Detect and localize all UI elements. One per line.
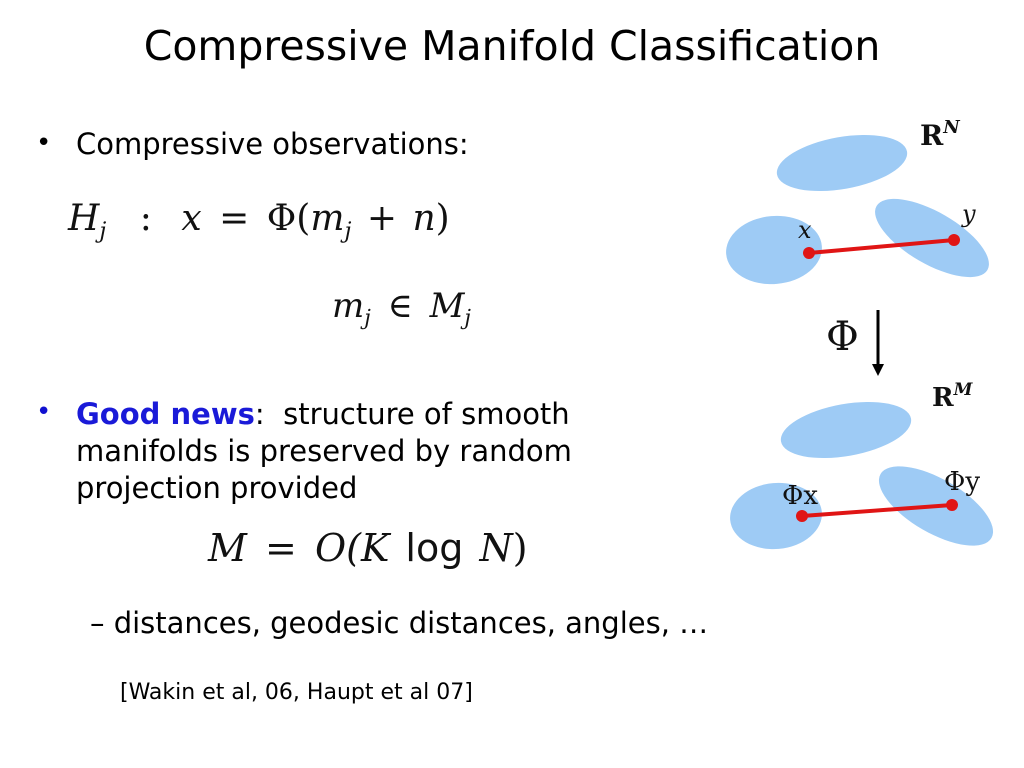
- map-arrow-head: [872, 364, 884, 376]
- top-ellipse-1: [776, 134, 908, 192]
- eq-mj: m: [332, 286, 365, 326]
- bullet-dot-blue: •: [36, 397, 52, 427]
- label-phi-x: Φx: [782, 481, 818, 511]
- label-y: y: [961, 200, 976, 228]
- eq-log: log: [405, 526, 464, 570]
- eq-mj-sub: j: [364, 304, 371, 330]
- bottom-ellipse-2: [730, 482, 822, 550]
- good-news-line1: structure of smooth: [283, 397, 570, 431]
- top-ellipse-2: [726, 215, 822, 285]
- label-RN: RN: [920, 117, 961, 152]
- eq-K: K: [360, 526, 390, 570]
- equation-membership: mj ∈ Mj: [332, 286, 471, 329]
- reference-citation: [Wakin et al, 06, Haupt et al 07]: [120, 680, 473, 705]
- label-phi-y: Φy: [944, 467, 980, 497]
- eq-Mj-sub: j: [464, 304, 471, 330]
- label-phi-map: Φ: [826, 314, 859, 360]
- top-ellipse-3: [875, 198, 989, 278]
- equation-hypothesis: Hj : x = Φ(mj + n): [68, 198, 450, 244]
- eq-Mj: M: [429, 286, 465, 326]
- eq-close: ): [435, 198, 450, 239]
- eq-x: x: [181, 198, 202, 239]
- good-news-line2: manifolds is preserved by random: [76, 434, 572, 468]
- bottom-segment: [801, 503, 953, 518]
- label-RM: RM: [932, 380, 974, 413]
- top-segment: [808, 238, 955, 255]
- good-news-label: Good news: [76, 397, 255, 431]
- good-news-line3: projection provided: [76, 471, 358, 505]
- eq-O: O(: [314, 526, 361, 570]
- label-x: x: [798, 216, 812, 244]
- bullet-dot: •: [36, 128, 52, 158]
- eq-n: n: [412, 198, 436, 239]
- eq-equals: =: [219, 198, 250, 239]
- point-phi-y: [946, 499, 958, 511]
- eq-N: N: [479, 526, 513, 570]
- eq-H-sub: j: [99, 217, 107, 244]
- eq-colon: :: [139, 198, 152, 239]
- point-phi-x: [796, 510, 808, 522]
- bullet-good-news: Good news: structure of smooth manifolds…: [76, 396, 696, 507]
- manifold-projection-diagram: RN x y Φ RM Φx Φy: [726, 117, 994, 550]
- eq-cond-equals: =: [265, 526, 297, 570]
- slide-title: Compressive Manifold Classification: [143, 22, 881, 70]
- eq-m-sub: j: [344, 217, 352, 244]
- eq-in: ∈: [387, 286, 413, 326]
- point-x: [803, 247, 815, 259]
- eq-cond-close: ): [512, 526, 528, 570]
- eq-M: M: [208, 526, 247, 570]
- subbullet-distances: – distances, geodesic distances, angles,…: [90, 606, 709, 640]
- good-news-sep: :: [254, 397, 265, 431]
- eq-phi: Φ(: [266, 198, 311, 239]
- eq-plus: +: [366, 198, 398, 239]
- eq-m: m: [310, 198, 345, 239]
- equation-condition: M = O(K log N): [208, 526, 528, 570]
- bottom-ellipse-1: [780, 401, 912, 459]
- bullet-compressive-observations: Compressive observations:: [76, 127, 469, 161]
- eq-H: H: [68, 198, 100, 239]
- point-y: [948, 234, 960, 246]
